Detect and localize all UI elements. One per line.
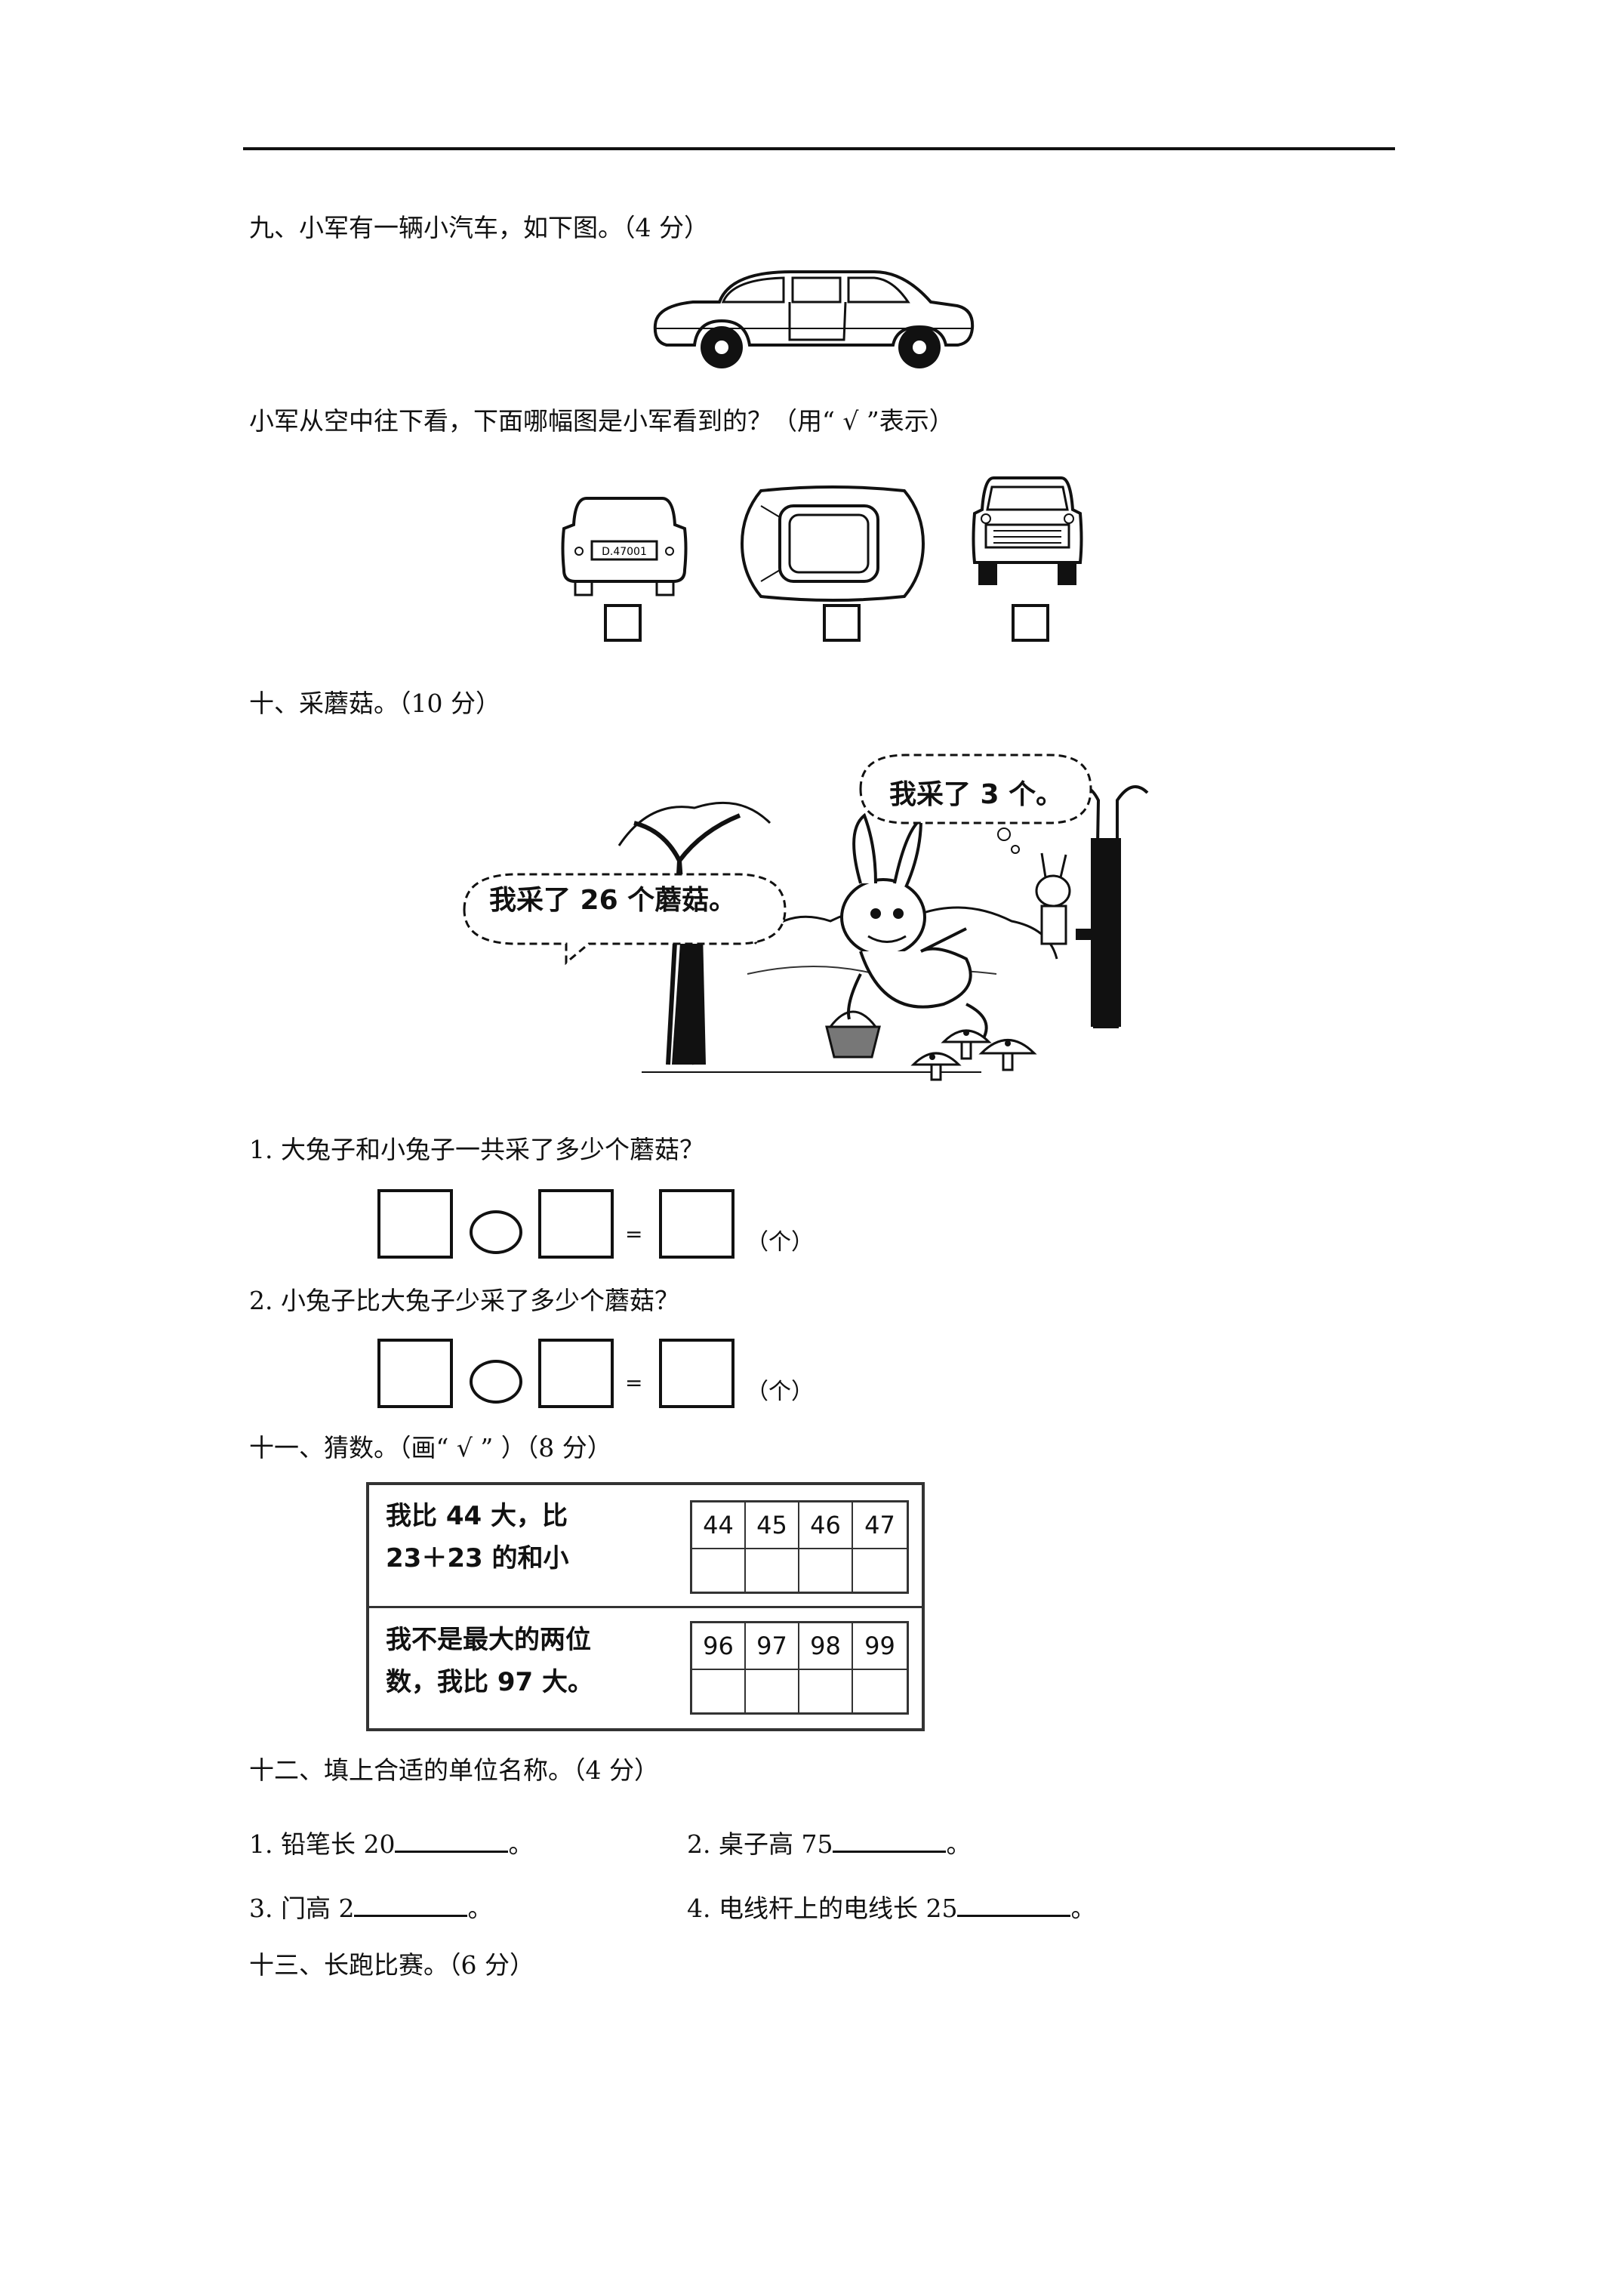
q12-item-1: 1. 铅笔长 20 。: [249, 1826, 533, 1860]
q12-item-3-blank[interactable]: [354, 1890, 468, 1917]
number-cell: 44: [692, 1502, 746, 1549]
guess-row-1: 我比 44 大，比 23＋23 的和小 44 45 46 47: [369, 1485, 922, 1608]
q12-item-3-prefix: 3. 门高 2: [249, 1894, 355, 1923]
q12-item-2-suffix: 。: [946, 1829, 972, 1859]
mushroom-icon: [910, 1029, 1037, 1081]
eq1-operand1-box[interactable]: [377, 1189, 453, 1259]
q13-title: 十三、长跑比赛。（6 分）: [249, 1950, 534, 1980]
check-cell[interactable]: [853, 1549, 907, 1592]
option-b-checkbox[interactable]: [823, 604, 861, 642]
q10-title: 十、采蘑菇。（10 分）: [249, 689, 500, 718]
car-top-view-option: [740, 485, 925, 602]
number-cell: 45: [746, 1502, 799, 1549]
number-cell: 46: [799, 1502, 853, 1549]
q12-item-2: 2. 桌子高 75 。: [687, 1826, 971, 1860]
q12-item-1-blank[interactable]: [395, 1826, 509, 1853]
q12-item-3: 3. 门高 2 。: [249, 1890, 492, 1924]
eq1-operator-oval[interactable]: [470, 1210, 522, 1254]
number-cell: 98: [799, 1623, 853, 1670]
eq2-operator-oval[interactable]: [470, 1360, 522, 1404]
q12-item-4-suffix: 。: [1070, 1894, 1096, 1923]
q12-item-1-prefix: 1. 铅笔长 20: [249, 1829, 396, 1859]
guess-row-1-grid: 44 45 46 47: [690, 1500, 909, 1594]
car-front-view-option: [972, 476, 1083, 585]
eq1-unit: （个）: [746, 1229, 814, 1256]
guess-row-2-clue-line2: 数，我比 97 大。: [386, 1667, 593, 1697]
q12-item-3-suffix: 。: [467, 1894, 493, 1923]
check-cell[interactable]: [746, 1670, 799, 1712]
eq1-result-box[interactable]: [659, 1189, 735, 1259]
q9-prompt: 小军从空中往下看，下面哪幅图是小军看到的？（用“ √ ”表示）: [249, 406, 954, 436]
q12-item-4: 4. 电线杆上的电线长 25 。: [687, 1890, 1095, 1924]
q9-title: 九、小军有一辆小汽车，如下图。（4 分）: [249, 213, 709, 242]
check-cell[interactable]: [799, 1670, 853, 1712]
q12-item-4-blank[interactable]: [957, 1890, 1071, 1917]
number-cell: 97: [746, 1623, 799, 1670]
q11-title: 十一、猜数。（画“ √ ” ）（8 分）: [249, 1433, 612, 1462]
eq2-equals: =: [625, 1370, 643, 1395]
option-a-checkbox[interactable]: [604, 604, 642, 642]
eq2-unit: （个）: [746, 1379, 814, 1405]
guess-row-1-clue-line2: 23＋23 的和小: [386, 1543, 569, 1573]
header-rule: [243, 147, 1395, 150]
check-cell[interactable]: [746, 1549, 799, 1592]
guess-number-table: 我比 44 大，比 23＋23 的和小 44 45 46 47 我不是最大的两位…: [366, 1482, 925, 1731]
guess-row-2-grid: 96 97 98 99: [690, 1621, 909, 1715]
small-rabbit-speech: 我采了 3 个。: [889, 779, 1064, 810]
guess-row-2-clue-line1: 我不是最大的两位: [386, 1625, 591, 1655]
mushroom-picking-illustration: [463, 754, 1149, 1081]
q12-item-2-prefix: 2. 桌子高 75: [687, 1829, 833, 1859]
license-plate-text: D.47001: [602, 546, 647, 558]
check-cell[interactable]: [799, 1549, 853, 1592]
eq2-operand1-box[interactable]: [377, 1339, 453, 1408]
number-cell: 99: [853, 1623, 907, 1670]
q12-item-2-blank[interactable]: [833, 1826, 947, 1853]
check-cell[interactable]: [853, 1670, 907, 1712]
number-cell: 96: [692, 1623, 746, 1670]
eq2-operand2-box[interactable]: [538, 1339, 614, 1408]
number-cell: 47: [853, 1502, 907, 1549]
q12-title: 十二、填上合适的单位名称。（4 分）: [249, 1755, 659, 1785]
q10-sub2: 2. 小兔子比大兔子少采了多少个蘑菇？: [249, 1286, 679, 1315]
eq1-equals: =: [625, 1222, 643, 1247]
eq2-result-box[interactable]: [659, 1339, 735, 1408]
check-cell[interactable]: [692, 1549, 746, 1592]
q12-item-4-prefix: 4. 电线杆上的电线长 25: [687, 1894, 958, 1923]
option-c-checkbox[interactable]: [1012, 604, 1049, 642]
check-cell[interactable]: [692, 1670, 746, 1712]
q10-sub1: 1. 大兔子和小兔子一共采了多少个蘑菇？: [249, 1135, 704, 1164]
guess-row-2: 我不是最大的两位 数，我比 97 大。 96 97 98 99: [369, 1612, 922, 1729]
eq1-operand2-box[interactable]: [538, 1189, 614, 1259]
q12-item-1-suffix: 。: [508, 1829, 534, 1859]
guess-row-1-clue-line1: 我比 44 大，比: [386, 1501, 568, 1531]
big-rabbit-speech: 我采了 26 个蘑菇。: [489, 885, 737, 916]
car-rear-view-option: D.47001: [561, 497, 688, 596]
car-side-illustration: [653, 270, 975, 368]
